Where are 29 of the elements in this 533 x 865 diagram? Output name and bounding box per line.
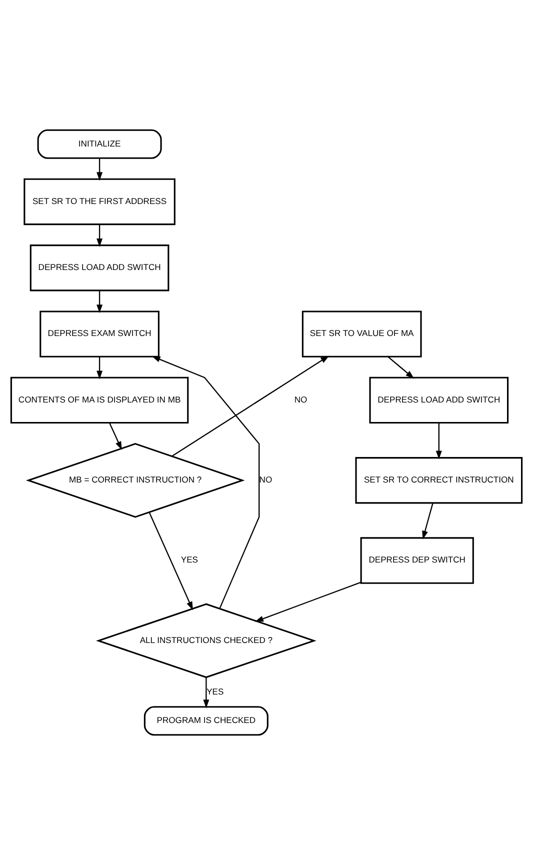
arrow	[203, 677, 210, 708]
node-box: CONTENTS OF MA IS DISPLAYED IN MB	[10, 376, 189, 424]
node-box: DEPRESS DEP SWITCH	[360, 537, 474, 584]
arrow	[96, 356, 103, 380]
arrow	[96, 290, 103, 314]
edge-label: NO	[294, 394, 308, 404]
edge-label: NO	[259, 474, 272, 485]
arrow	[388, 356, 414, 379]
arrow	[172, 356, 330, 457]
node-box: INITIALIZE	[37, 129, 162, 159]
arrow	[148, 512, 193, 610]
arrow	[96, 224, 103, 248]
node-box: SET SR TO CORRECT INSTRUCTION	[355, 457, 523, 504]
arrow	[96, 158, 103, 181]
node-box: DEPRESS LOAD ADD SWITCH	[30, 244, 170, 292]
edge-label: YES	[180, 554, 198, 565]
arrow	[254, 582, 362, 622]
node-box: SET SR TO VALUE OF MA	[302, 310, 422, 358]
arrow	[152, 356, 260, 609]
node-diamond: MB = CORRECT INSTRUCTION ?	[26, 442, 245, 518]
edge-label: YES	[206, 686, 224, 696]
arrow	[422, 502, 434, 540]
node-box: DEPRESS LOAD ADD SWITCH	[369, 376, 509, 424]
node-box: SET SR TO THE FIRST ADDRESS	[24, 178, 176, 226]
node-diamond: ALL INSTRUCTIONS CHECKED ?	[96, 603, 316, 678]
arrow	[436, 422, 442, 460]
node-box: PROGRAM IS CHECKED	[144, 706, 268, 736]
node-box: DEPRESS EXAM SWITCH	[40, 310, 160, 358]
arrow	[108, 422, 122, 450]
